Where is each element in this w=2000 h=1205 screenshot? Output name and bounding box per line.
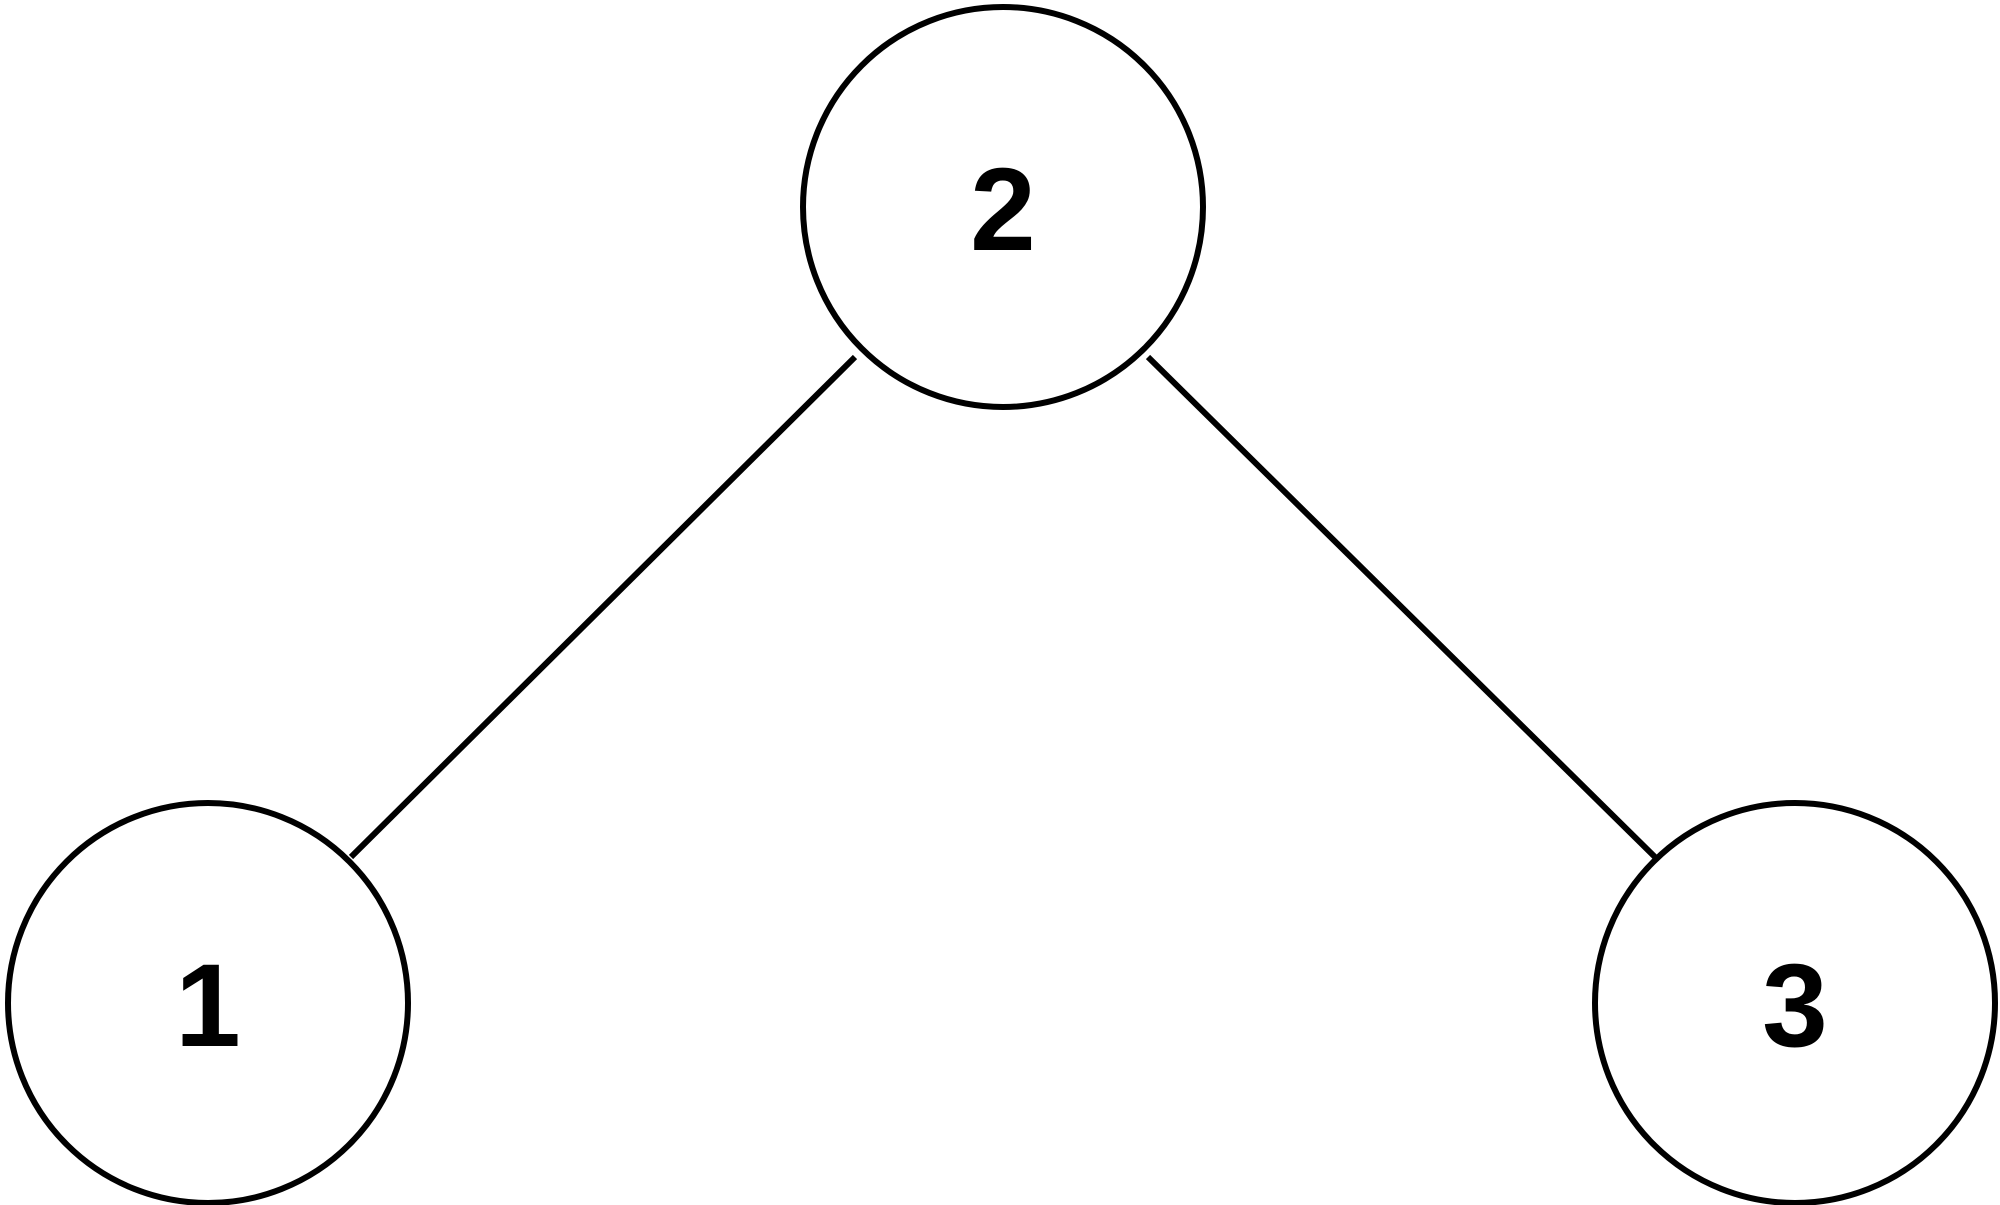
tree-node-root: 2	[800, 4, 1206, 410]
edge-2-to-3	[1145, 354, 1660, 862]
node-circle	[5, 800, 411, 1205]
tree-node-right: 3	[1592, 800, 1998, 1205]
node-circle	[1592, 800, 1998, 1205]
tree-node-left: 1	[5, 800, 411, 1205]
node-circle	[800, 4, 1206, 410]
node-label: 1	[175, 940, 241, 1072]
node-label: 2	[970, 144, 1036, 276]
node-label: 3	[1762, 940, 1828, 1072]
edge-2-to-1	[348, 354, 858, 860]
